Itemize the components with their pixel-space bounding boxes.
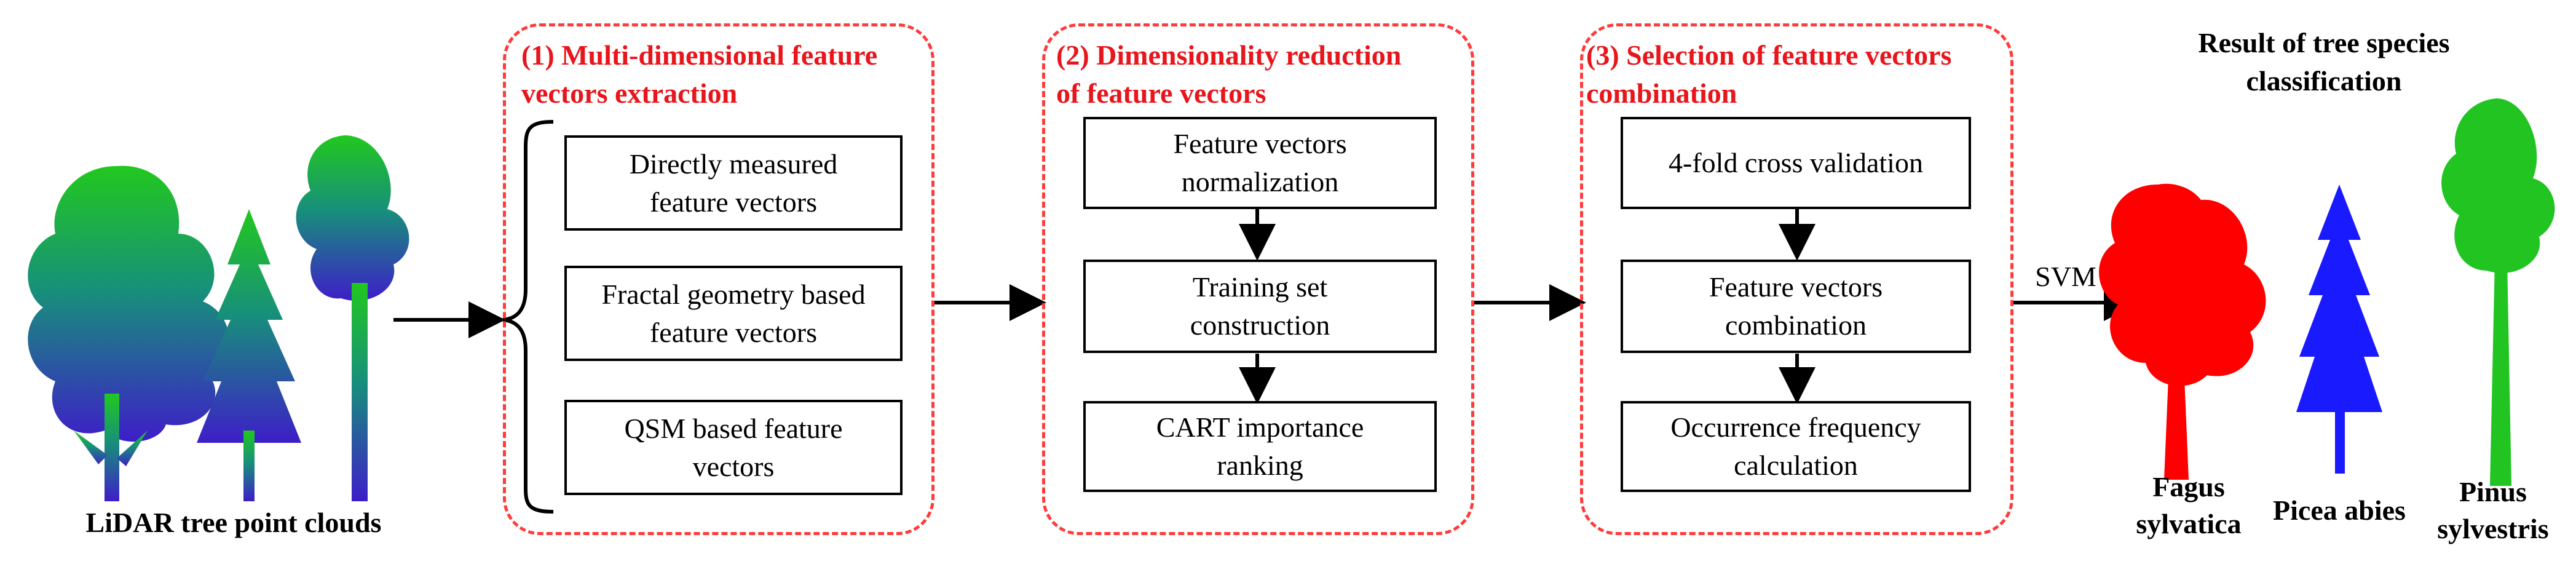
input-caption: LiDAR tree point clouds [85, 507, 382, 538]
species-line2: sylvestris [2437, 513, 2549, 544]
stage3-title-line1: (3) Selection of feature vectors [1586, 39, 1952, 71]
stage2-frame [1042, 23, 1474, 535]
species-line1: Fagus [2152, 471, 2225, 502]
species-line1: Picea abies [2273, 495, 2406, 526]
box-text-line2: normalization [1181, 166, 1339, 197]
stage2-title-line1: (2) Dimensionality reduction [1056, 39, 1402, 71]
stage1-title-line1: (1) Multi-dimensional feature [521, 39, 878, 71]
box-text-line1: QSM based feature [624, 412, 843, 444]
stage2-title-line2: of feature vectors [1056, 77, 1266, 109]
stage3-frame [1580, 23, 2013, 535]
box-text-line2: construction [1190, 309, 1330, 341]
stage2-box-training-set: Training set construction [1083, 260, 1437, 353]
stage3-title-line2: combination [1586, 77, 1737, 109]
stage1-frame [503, 23, 934, 535]
result-title-line1: Result of tree species [2198, 27, 2450, 58]
lidar-tree-spruce-icon [197, 209, 301, 501]
box-text-line2: vectors [692, 450, 775, 482]
box-text-line1: CART importance [1156, 411, 1364, 443]
box-text-line1: Feature vectors [1709, 271, 1883, 303]
stage1-box-qsm: QSM based feature vectors [564, 400, 903, 495]
box-text-line1: 4-fold cross validation [1669, 147, 1923, 178]
box-text-line1: Directly measured [629, 148, 838, 180]
stage2-box-cart-ranking: CART importance ranking [1083, 401, 1437, 492]
stage2-box-normalization: Feature vectors normalization [1083, 117, 1437, 209]
box-text-line1: Training set [1192, 271, 1328, 303]
result-tree-fagus-icon [2099, 183, 2266, 480]
species-line1: Pinus [2459, 476, 2527, 507]
species-label-picea: Picea abies [2256, 492, 2422, 529]
result-tree-pinus-icon [2441, 98, 2555, 486]
stage1-box-directly-measured: Directly measured feature vectors [564, 135, 903, 231]
species-line2: sylvatica [2136, 508, 2242, 539]
box-text-line2: calculation [1734, 450, 1858, 481]
classifier-label: SVM [2035, 261, 2096, 292]
stage1-title-line2: vectors extraction [521, 77, 738, 109]
species-label-pinus: Pinus sylvestris [2416, 474, 2570, 547]
lidar-tree-pine-icon [296, 135, 409, 501]
box-text-line2: feature vectors [649, 186, 817, 218]
stage3-box-combination: Feature vectors combination [1621, 260, 1971, 353]
stage3-box-cross-validation: 4-fold cross validation [1621, 117, 1971, 209]
species-label-fagus: Fagus sylvatica [2115, 469, 2262, 542]
stage3-box-occurrence-frequency: Occurrence frequency calculation [1621, 401, 1971, 492]
box-text-line1: Occurrence frequency [1670, 411, 1921, 443]
box-text-line1: Fractal geometry based [601, 278, 866, 310]
result-title-line2: classification [2246, 65, 2402, 97]
box-text-line2: ranking [1217, 450, 1303, 481]
result-tree-picea-icon [2296, 185, 2382, 474]
lidar-tree-broadleaf-icon [28, 165, 229, 501]
box-text-line1: Feature vectors [1173, 128, 1347, 159]
box-text-line2: combination [1725, 309, 1867, 341]
box-text-line2: feature vectors [649, 316, 817, 348]
stage1-box-fractal-geometry: Fractal geometry based feature vectors [564, 266, 903, 361]
